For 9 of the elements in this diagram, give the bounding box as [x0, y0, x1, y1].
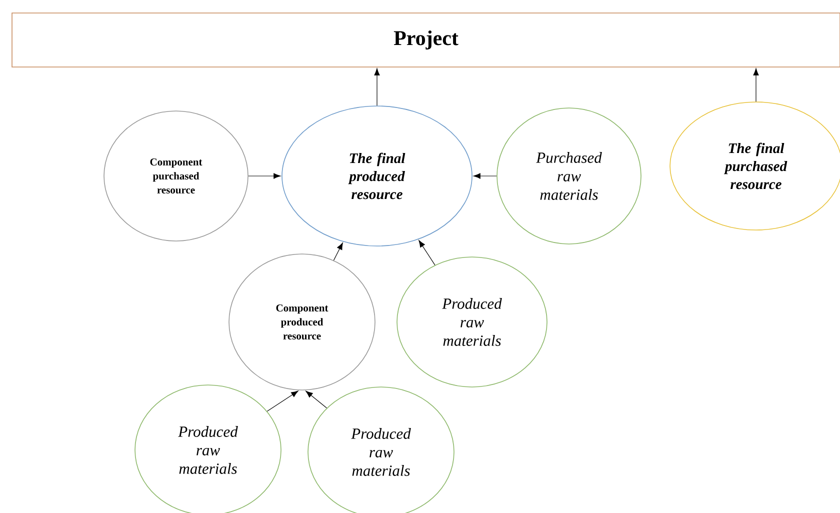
arrow — [473, 173, 497, 179]
arrow — [266, 390, 298, 412]
arrow — [753, 68, 759, 102]
arrow — [248, 173, 281, 179]
arrow — [418, 240, 436, 266]
arrow — [333, 242, 343, 261]
arrow — [306, 390, 327, 408]
title-box: Project — [12, 12, 840, 68]
arrow — [374, 68, 380, 106]
